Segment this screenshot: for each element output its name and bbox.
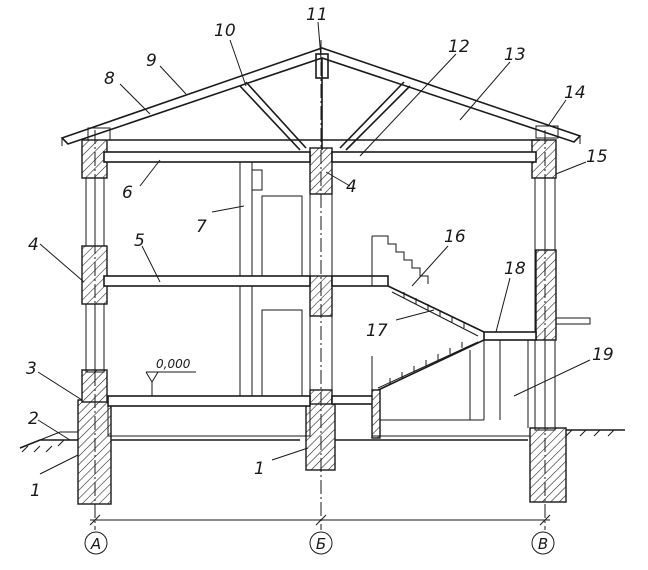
label-18: 18 xyxy=(504,259,526,279)
axis-marker-a: А xyxy=(84,531,108,555)
label-15: 15 xyxy=(586,147,608,167)
floor-slabs xyxy=(103,151,537,437)
label-4-left: 4 xyxy=(28,235,39,255)
axis-marker-b: Б xyxy=(309,531,333,555)
label-19: 19 xyxy=(592,345,614,365)
leader-lines xyxy=(37,21,591,475)
label-2: 2 xyxy=(28,409,39,429)
label-1-center: 1 xyxy=(254,459,265,479)
label-13: 13 xyxy=(504,45,526,65)
label-8: 8 xyxy=(104,69,115,89)
label-12: 12 xyxy=(448,37,470,57)
label-6: 6 xyxy=(122,183,133,203)
wall-axis-v xyxy=(531,139,557,431)
elevation-text: 0,000 xyxy=(156,357,191,371)
axis-label-v: В xyxy=(538,535,548,553)
label-3: 3 xyxy=(26,359,37,379)
elevation-mark: 0,000 xyxy=(145,357,196,396)
stair xyxy=(371,235,591,439)
label-10: 10 xyxy=(214,21,236,41)
axis-marker-v: В xyxy=(531,531,555,555)
axis-label-b: Б xyxy=(316,535,326,553)
label-16: 16 xyxy=(444,227,466,247)
label-9: 9 xyxy=(146,51,157,71)
axis-lines xyxy=(89,40,551,530)
label-4-center: 4 xyxy=(346,177,357,197)
interior-partitions xyxy=(239,161,303,397)
label-1-left: 1 xyxy=(30,481,41,501)
label-5: 5 xyxy=(134,231,145,251)
label-11: 11 xyxy=(306,5,328,25)
label-14: 14 xyxy=(564,83,586,103)
label-17: 17 xyxy=(366,321,388,341)
callout-labels: 1 1 2 3 4 4 5 6 7 8 9 10 11 12 13 14 15 … xyxy=(26,5,614,501)
ground xyxy=(19,429,625,453)
foundations xyxy=(77,399,567,505)
roof xyxy=(60,47,582,151)
axis-label-a: А xyxy=(90,535,101,553)
label-7: 7 xyxy=(196,217,207,237)
